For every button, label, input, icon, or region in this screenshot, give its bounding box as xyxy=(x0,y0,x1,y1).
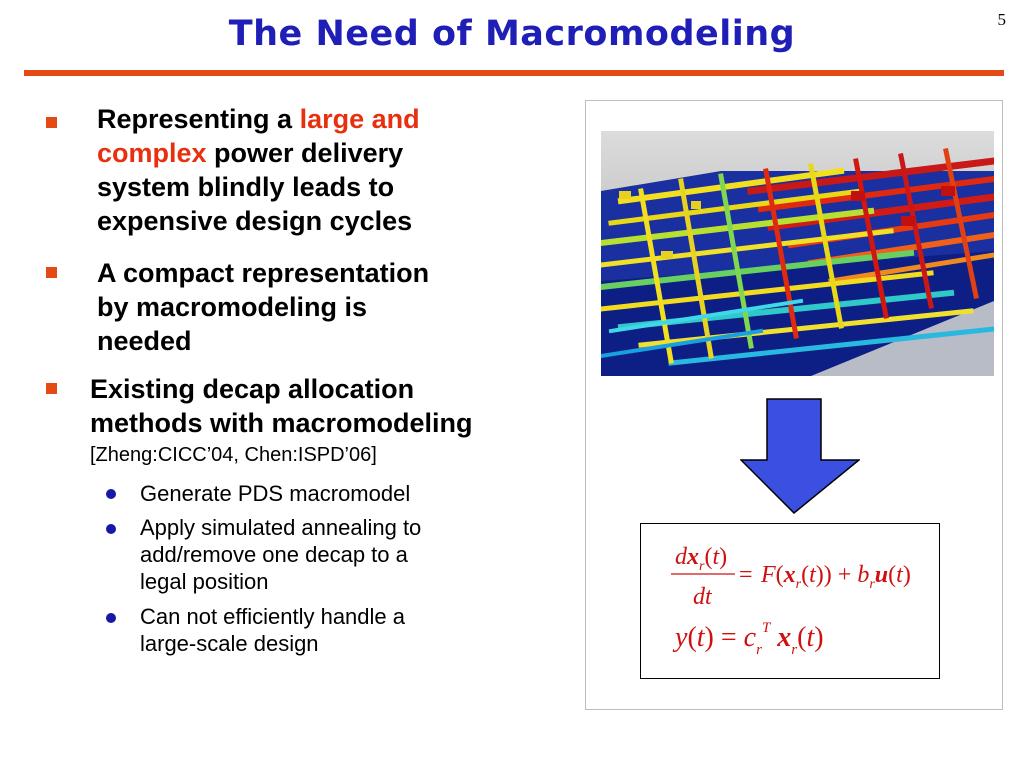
equation-box xyxy=(640,523,940,679)
svg-text:F(xr(t)) + bru(t): F(xr(t)) + bru(t) xyxy=(760,562,911,592)
power-grid-3d-render-icon xyxy=(601,131,994,376)
bullet-line: Existing decap allocation xyxy=(90,374,415,404)
bullet-existing: Existing decap allocation methods with m… xyxy=(90,372,473,440)
citation: [Zheng:CICC’04, Chen:ISPD’06] xyxy=(90,444,377,466)
sub-bullet-annealing: Apply simulated annealing to add/remove … xyxy=(140,514,421,595)
highlight-text: large and xyxy=(299,104,420,134)
svg-text:y(t) = crT xr(t): y(t) = crT xr(t) xyxy=(672,620,824,658)
bullet-line: A compact representation xyxy=(97,258,430,288)
down-arrow-icon xyxy=(740,398,860,514)
sub-bullet-dot-icon xyxy=(106,524,116,534)
svg-text:dt: dt xyxy=(693,584,713,610)
sub-bullet-line: add/remove one decap to a xyxy=(140,542,408,567)
bullet-line: Representing a large and xyxy=(97,102,420,136)
slide-title: The Need of Macromodeling xyxy=(228,14,796,54)
bullet-representing: Representing a large and complex power d… xyxy=(97,102,420,238)
sub-bullet-generate: Generate PDS macromodel xyxy=(140,480,410,507)
highlight-text: complex xyxy=(97,138,207,168)
svg-text:=: = xyxy=(739,562,753,588)
bullet-line: expensive design cycles xyxy=(97,206,413,236)
bullet-compact: A compact representation by macromodelin… xyxy=(97,256,429,358)
bullet-text: power delivery xyxy=(206,138,404,168)
sub-bullet-line: Generate PDS macromodel xyxy=(140,481,411,506)
page-number: 5 xyxy=(997,10,1007,29)
sub-bullet-cannot: Can not efficiently handle a large-scale… xyxy=(140,603,405,657)
bullet-line: needed xyxy=(97,326,192,356)
bullet-marker-icon xyxy=(46,117,57,128)
sub-bullet-line: Apply simulated annealing to xyxy=(140,515,422,540)
sub-bullet-line: Can not efficiently handle a xyxy=(140,604,405,629)
title-underline xyxy=(24,70,1004,76)
sub-bullet-line: large-scale design xyxy=(140,631,319,656)
state-space-equations: dxr(t) dt = F(xr(t)) + bru(t) y(t) = crT… xyxy=(671,544,911,658)
bullet-marker-icon xyxy=(46,267,57,278)
bullet-line: methods with macromodeling xyxy=(90,408,473,438)
bullet-line: by macromodeling is xyxy=(97,292,368,322)
sub-bullet-line: legal position xyxy=(140,569,269,594)
bullet-line: complex power delivery xyxy=(97,136,420,170)
bullet-text: Representing a xyxy=(97,104,300,134)
sub-bullet-dot-icon xyxy=(106,613,116,623)
bullet-marker-icon xyxy=(46,383,57,394)
sub-bullet-dot-icon xyxy=(106,489,116,499)
bullet-line: system blindly leads to xyxy=(97,172,395,202)
svg-text:dxr(t): dxr(t) xyxy=(675,544,727,574)
